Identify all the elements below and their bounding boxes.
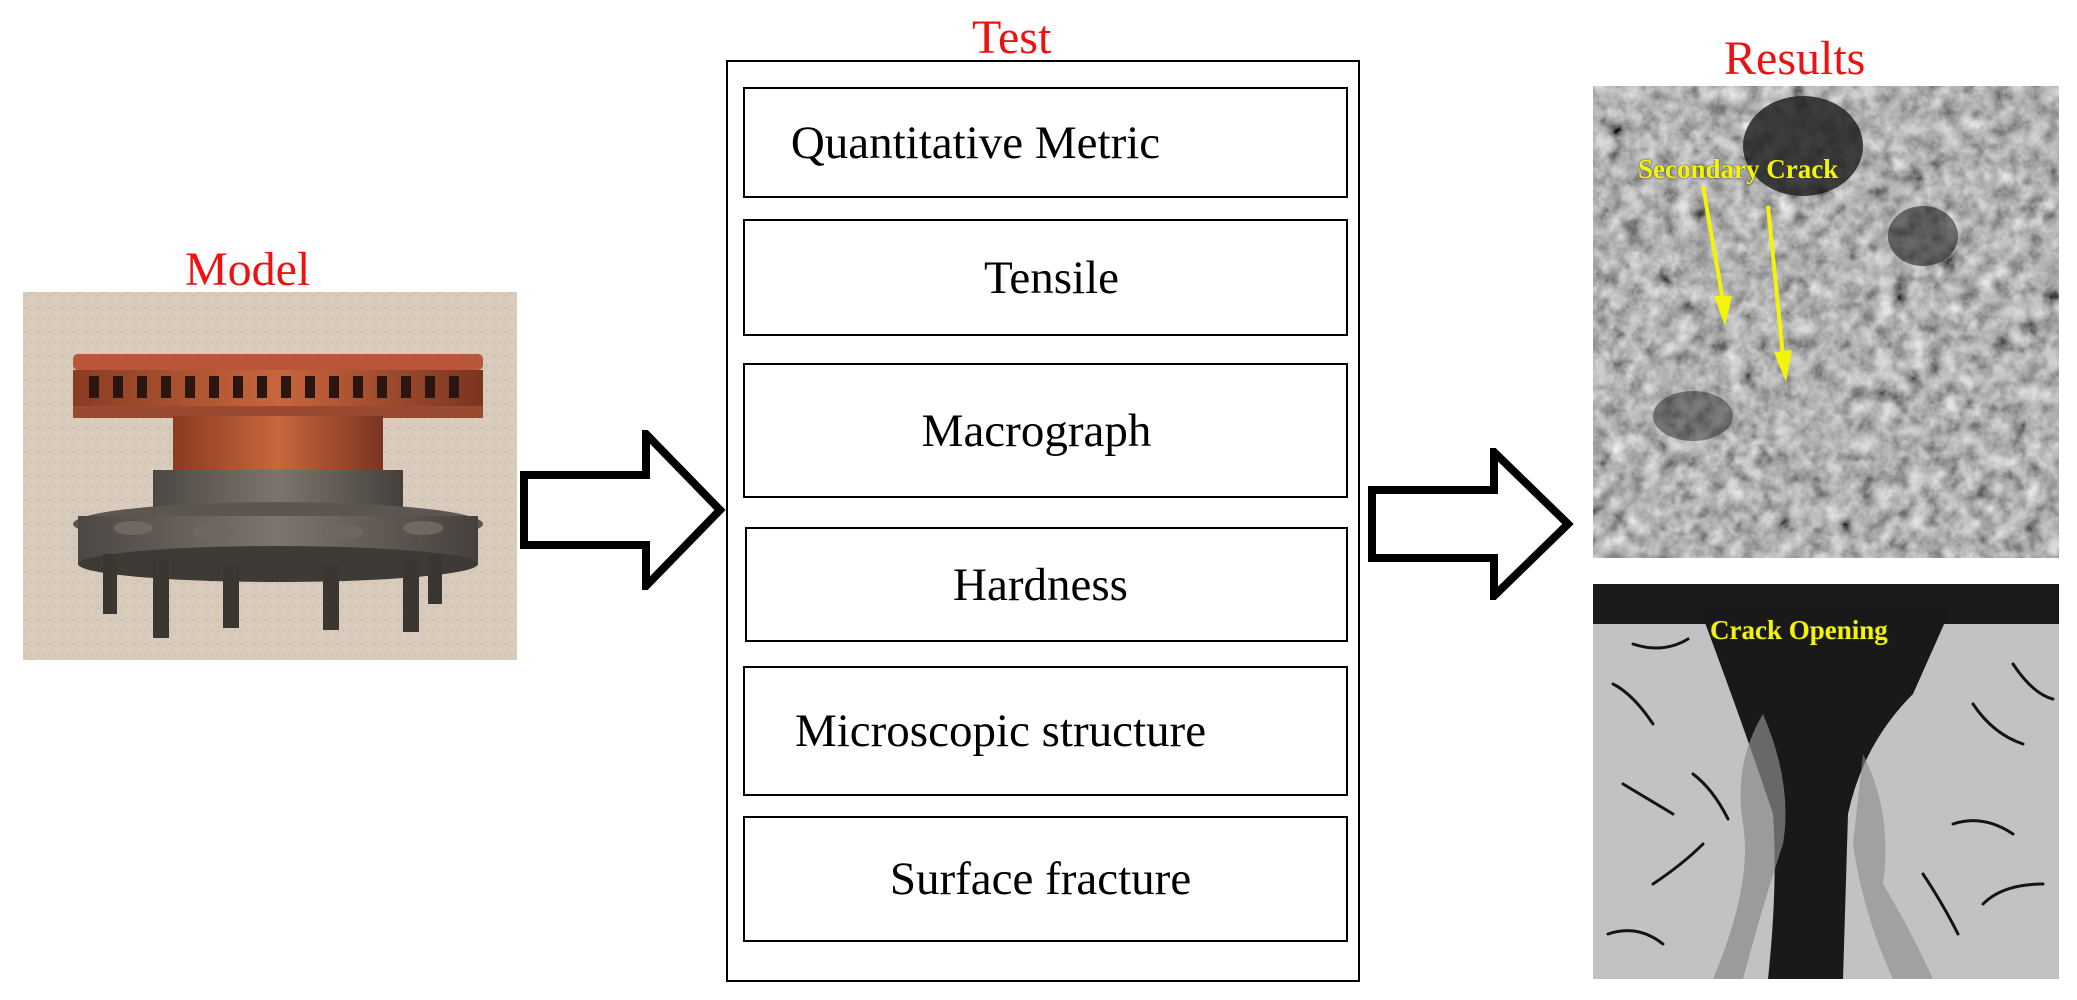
crack-opening-label: Crack Opening	[1710, 615, 1888, 645]
test-item-surface-fracture: Surface fracture	[743, 816, 1348, 942]
brake-hub-photo	[23, 292, 517, 660]
test-title: Test	[972, 11, 1052, 64]
test-item-label: Quantitative Metric	[790, 116, 1161, 169]
test-item-label: Tensile	[983, 251, 1120, 304]
results-title: Results	[1724, 32, 1866, 85]
test-item-hardness: Hardness	[745, 527, 1348, 642]
test-item-label: Surface fracture	[889, 853, 1192, 905]
test-item-macrograph: Macrograph	[743, 363, 1348, 498]
test-item-label: Macrograph	[921, 404, 1152, 457]
test-item-label: Microscopic structure	[794, 705, 1207, 757]
test-item-label: Hardness	[953, 558, 1128, 611]
model-title: Model	[185, 243, 311, 296]
arrow-right-icon	[520, 430, 726, 590]
test-item-tensile: Tensile	[743, 219, 1348, 336]
secondary-crack-label: Secondary Crack	[1638, 154, 1839, 184]
sem-fracture-image	[1593, 86, 2059, 558]
test-item-microscopic-structure: Microscopic structure	[743, 666, 1348, 796]
arrow-right-icon	[1368, 448, 1574, 600]
test-panel: Quantitative Metric Tensile Macrograph H…	[726, 60, 1360, 982]
optical-micrograph-image	[1593, 584, 2059, 979]
test-item-quantitative-metric: Quantitative Metric	[743, 87, 1348, 198]
